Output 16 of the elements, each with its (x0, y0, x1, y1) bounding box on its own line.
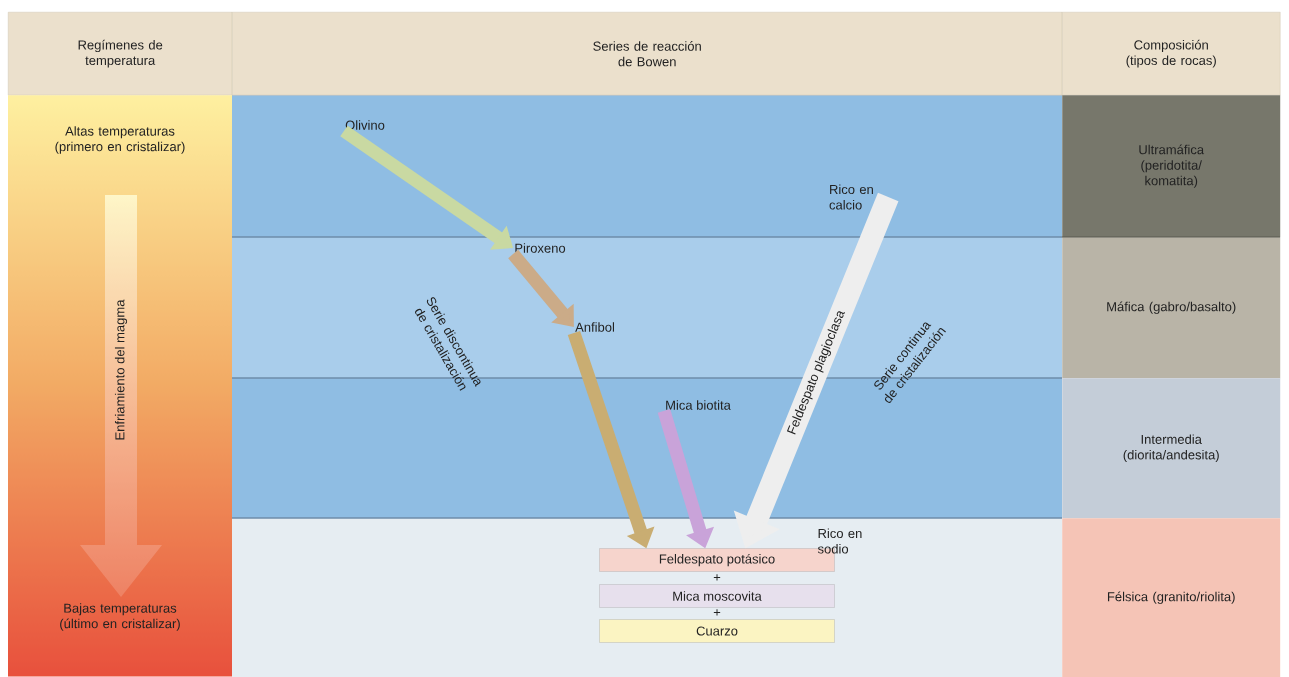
header-cell: Regímenes de temperatura (8, 12, 233, 96)
header-cell: Composición (tipos de rocas) (1062, 12, 1281, 96)
rock-type-cell: Félsica (granito/riolita) (1062, 518, 1281, 677)
mineral-label: Rico en calcio (829, 184, 873, 210)
mineral-box: Mica moscovita (599, 584, 835, 608)
mineral-label: Piroxeno (515, 243, 566, 253)
arrow (508, 249, 574, 327)
mineral-box: Cuarzo (599, 619, 835, 643)
plus-sign: + (713, 574, 721, 581)
rock-type-cell: Ultramáfica (peridotita/ komatita) (1062, 95, 1281, 238)
mineral-label: Anfibol (575, 322, 614, 332)
plus-sign: + (713, 609, 721, 616)
direction-label: Enfriamiento del magma (114, 299, 128, 440)
rock-type-cell: Intermedia (diorita/andesita) (1062, 378, 1281, 519)
rock-type-cell: Máfica (gabro/basalto) (1062, 237, 1281, 379)
mineral-label: Mica biotita (666, 400, 731, 410)
